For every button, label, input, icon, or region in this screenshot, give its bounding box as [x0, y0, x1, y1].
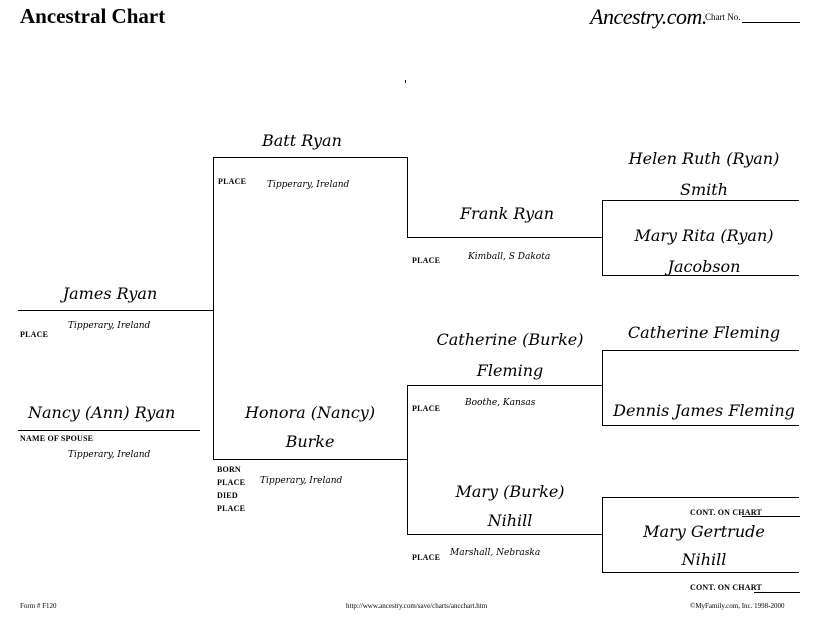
mother-died-label: DIED: [217, 491, 238, 500]
g5-name-line2: Nihill: [681, 550, 727, 569]
g4-line: [602, 425, 799, 426]
g2-line: [602, 275, 799, 276]
g12-connector: [602, 200, 603, 275]
father-place: Tipperary, Ireland: [267, 180, 350, 190]
cont-line-top[interactable]: [742, 516, 800, 517]
spouse-line: [18, 430, 200, 431]
footer-url[interactable]: http://www.ancestry.com/save/charts/ancc…: [346, 602, 488, 610]
g5b-line: [602, 572, 799, 573]
form-number: Form # F120: [20, 602, 57, 610]
mother-place: Tipperary, Ireland: [260, 476, 343, 486]
g5-name-line1: Mary Gertrude: [643, 522, 765, 541]
father-parents-connector: [407, 157, 408, 237]
mother-parents-connector: [407, 385, 408, 534]
cont-line-bottom[interactable]: [754, 592, 800, 593]
spouse-label: NAME OF SPOUSE: [20, 434, 94, 443]
g3-line: [602, 350, 799, 351]
mm-place: Marshall, Nebraska: [450, 548, 541, 558]
spouse-place: Tipperary, Ireland: [68, 450, 151, 460]
ff-place: Kimball, S Dakota: [468, 252, 551, 262]
spouse-name: Nancy (Ann) Ryan: [28, 403, 176, 422]
cont-on-chart-label-top: CONT. ON CHART: [690, 508, 762, 517]
mm-name-line1: Mary (Burke): [455, 482, 565, 501]
g1-name-line1: Helen Ruth (Ryan): [628, 149, 780, 168]
mm-place-label: PLACE: [412, 553, 441, 562]
g5a-line: [602, 497, 799, 498]
mother-name-line2: Burke: [285, 432, 335, 451]
ff-name: Frank Ryan: [460, 204, 555, 223]
mother-born-label: BORN: [217, 465, 241, 474]
person1-line: [18, 310, 213, 311]
g2-name-line2: Jacobson: [667, 257, 741, 276]
father-place-label: PLACE: [218, 177, 247, 186]
g1-name-line2: Smith: [680, 180, 728, 199]
person1-place-label: PLACE: [20, 330, 49, 339]
ff-line: [407, 237, 602, 238]
mm-line: [407, 534, 602, 535]
fm-line: [407, 385, 602, 386]
g1-line: [602, 200, 799, 201]
fm-name-line1: Catherine (Burke): [436, 330, 584, 349]
tick-mark: [405, 80, 406, 83]
mother-name-line1: Honora (Nancy): [244, 403, 376, 422]
ff-place-label: PLACE: [412, 256, 441, 265]
person1-place: Tipperary, Ireland: [68, 321, 151, 331]
g4-name: Dennis James Fleming: [613, 401, 795, 420]
fm-place: Boothe, Kansas: [465, 398, 536, 408]
footer-copyright: ©MyFamily.com, Inc. 1998-2000: [690, 602, 785, 610]
chart-title: Ancestral Chart: [20, 4, 166, 28]
father-name: Batt Ryan: [262, 131, 342, 150]
chart-no-field[interactable]: [742, 22, 800, 23]
mother-place-label-2: PLACE: [217, 504, 246, 513]
g2-name-line1: Mary Rita (Ryan): [634, 226, 774, 245]
mother-line: [213, 459, 407, 460]
father-line: [213, 157, 407, 158]
mm-name-line2: Nihill: [487, 511, 533, 530]
cont-on-chart-label-bottom: CONT. ON CHART: [690, 583, 762, 592]
mother-place-label: PLACE: [217, 478, 246, 487]
ancestry-logo: Ancestry.com.: [590, 4, 707, 29]
fm-place-label: PLACE: [412, 404, 441, 413]
g5-connector: [602, 497, 603, 572]
g34-connector: [602, 350, 603, 425]
person1-name: James Ryan: [62, 284, 158, 303]
g3-name: Catherine Fleming: [627, 323, 781, 342]
fm-name-line2: Fleming: [476, 361, 544, 380]
chart-no-label: Chart No.: [705, 12, 741, 22]
gen2-connector: [213, 157, 214, 459]
